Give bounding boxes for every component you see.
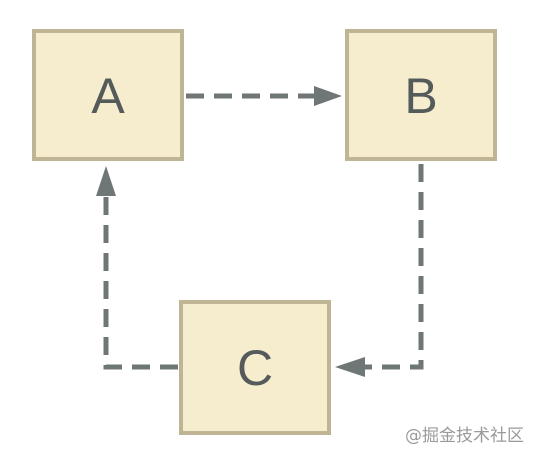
- node-a-label: A: [91, 68, 125, 124]
- edge-b-to-c: [335, 164, 424, 377]
- node-c: C: [179, 300, 331, 435]
- node-b-label: B: [404, 68, 437, 124]
- arrowhead-b: [314, 86, 342, 106]
- arrowhead-a: [96, 166, 116, 196]
- node-a: A: [32, 29, 184, 161]
- node-b: B: [345, 29, 497, 161]
- node-c-label: C: [237, 340, 273, 396]
- arrowhead-c: [335, 357, 365, 377]
- watermark: @掘金技术社区: [405, 426, 524, 446]
- edge-a-to-b: [186, 86, 342, 106]
- edge-c-to-a: [96, 166, 178, 370]
